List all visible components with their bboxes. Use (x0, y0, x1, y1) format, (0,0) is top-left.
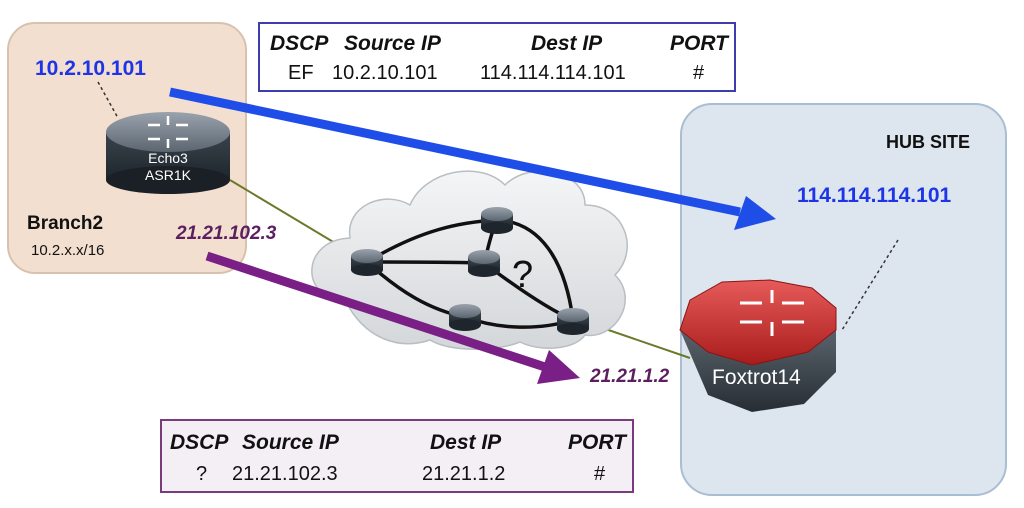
table-header-port: PORT (568, 431, 626, 454)
table-cell-port: # (594, 463, 606, 485)
table-cell-source-ip: 21.21.102.3 (232, 463, 338, 485)
table-header-source-ip: Source IP (344, 32, 441, 55)
hub-dest-ip: 114.114.114.101 (797, 184, 952, 207)
cloud-router-icon (481, 207, 513, 234)
branch-router-icon (106, 112, 230, 194)
inner-packet-header-table: DSCP Source IP Dest IP PORT EF 10.2.10.1… (258, 22, 736, 92)
table-cell-port: # (693, 62, 705, 84)
hub-router-icon (679, 279, 837, 412)
branch-wan-ip: 21.21.102.3 (176, 223, 277, 244)
table-cell-dscp: ? (196, 463, 208, 485)
branch-host-ip: 10.2.10.101 (35, 57, 146, 80)
outer-packet-header-table: DSCP Source IP Dest IP PORT ? 21.21.102.… (160, 419, 634, 493)
branch-name: Branch2 (27, 213, 104, 234)
cloud-router-icon (351, 249, 383, 276)
table-header-source-ip: Source IP (242, 431, 339, 454)
hub-wan-ip: 21.21.1.2 (590, 366, 670, 387)
branch-router-label: Echo3 ASR1K (118, 150, 218, 184)
table-cell-dscp: EF (288, 62, 314, 84)
inner-flow-arrow (169, 87, 776, 230)
table-header-dscp: DSCP (270, 32, 329, 55)
hub-host-link (841, 239, 899, 331)
branch-router-model: ASR1K (145, 167, 191, 183)
cloud-router-icon (557, 308, 589, 335)
table-header-dest-ip: Dest IP (531, 32, 603, 55)
table-header-port: PORT (670, 32, 728, 55)
cloud-router-icon (468, 250, 500, 277)
branch-subnet: 10.2.x.x/16 (31, 242, 105, 259)
table-header-dscp: DSCP (170, 431, 229, 454)
table-header-dest-ip: Dest IP (430, 431, 502, 454)
table-cell-source-ip: 10.2.10.101 (332, 62, 438, 84)
outer-flow-arrow (205, 251, 580, 384)
table-cell-dest-ip: 114.114.114.101 (480, 62, 626, 84)
branch-host-link (97, 81, 119, 119)
wan-cloud-icon (311, 170, 628, 350)
cloud-question-mark: ? (512, 254, 534, 296)
hub-site-title: HUB SITE (886, 132, 971, 152)
hub-router-name: Foxtrot14 (712, 366, 801, 389)
cloud-router-icon (449, 304, 481, 331)
branch-router-name: Echo3 (148, 150, 188, 166)
table-cell-dest-ip: 21.21.1.2 (422, 463, 506, 485)
